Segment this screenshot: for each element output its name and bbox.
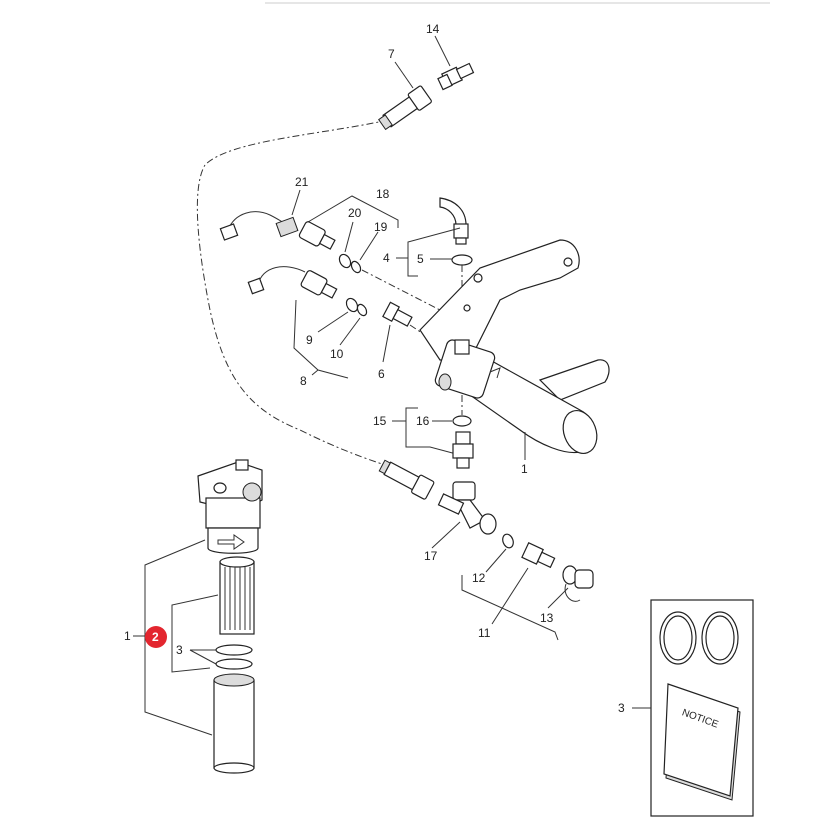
bracket-8 bbox=[293, 299, 349, 379]
label-6: 6 bbox=[378, 367, 385, 381]
bolt-6 bbox=[382, 301, 413, 327]
mounting-bracket bbox=[419, 239, 580, 361]
oring-16 bbox=[452, 415, 472, 427]
tee-fitting-17 bbox=[437, 481, 497, 535]
highlight-badge[interactable] bbox=[145, 626, 167, 648]
label-3-right: 3 bbox=[618, 701, 625, 715]
label-17: 17 bbox=[424, 549, 438, 563]
elbow-fitting-4 bbox=[439, 197, 469, 245]
service-kit-box: NOTICE bbox=[650, 599, 754, 817]
label-12: 12 bbox=[472, 571, 486, 585]
oring-3-upper bbox=[215, 644, 253, 656]
cap-13 bbox=[562, 565, 594, 602]
label-20: 20 bbox=[348, 206, 362, 220]
sensor-21 bbox=[219, 211, 299, 241]
label-1-bottom: 1 bbox=[124, 629, 131, 643]
adapter-15 bbox=[452, 431, 474, 469]
oring-3-lower bbox=[215, 658, 253, 670]
filter-head bbox=[197, 459, 263, 554]
label-5: 5 bbox=[417, 252, 424, 266]
bracket-18 bbox=[307, 195, 399, 228]
hose-end-7 bbox=[378, 85, 432, 131]
label-18: 18 bbox=[376, 187, 390, 201]
label-1-top: 1 bbox=[521, 462, 528, 476]
highlight-badge-label: 2 bbox=[152, 630, 159, 644]
label-16: 16 bbox=[416, 414, 430, 428]
label-3-left: 3 bbox=[176, 643, 183, 657]
bracket-11 bbox=[461, 575, 559, 641]
label-14: 14 bbox=[426, 22, 440, 36]
label-8: 8 bbox=[300, 374, 307, 388]
fitting-14 bbox=[437, 62, 475, 91]
filter-assembly-1 bbox=[434, 339, 610, 454]
hose-end-lower bbox=[378, 459, 435, 500]
oring-12 bbox=[502, 533, 514, 549]
label-11: 11 bbox=[478, 626, 491, 640]
assembly-axis-a bbox=[361, 269, 441, 311]
oring-10 bbox=[356, 303, 368, 317]
label-7: 7 bbox=[388, 47, 395, 61]
oring-9 bbox=[345, 297, 359, 313]
filter-element bbox=[219, 556, 255, 635]
label-10: 10 bbox=[330, 347, 344, 361]
fitting-11 bbox=[521, 542, 556, 569]
bracket-1-lower bbox=[144, 539, 213, 736]
hose-route bbox=[196, 119, 389, 466]
bracket-2 bbox=[171, 594, 219, 673]
oring-20 bbox=[338, 253, 352, 269]
label-15: 15 bbox=[373, 414, 387, 428]
label-4: 4 bbox=[383, 251, 390, 265]
oring-19 bbox=[350, 260, 362, 274]
bracket-4 bbox=[407, 227, 461, 277]
sensor-18 bbox=[298, 221, 336, 250]
filter-bowl bbox=[213, 673, 255, 774]
sensor-8 bbox=[247, 266, 338, 299]
label-19: 19 bbox=[374, 220, 388, 234]
oring-5 bbox=[451, 254, 473, 266]
label-21: 21 bbox=[295, 175, 309, 189]
label-13: 13 bbox=[540, 611, 554, 625]
bracket-15 bbox=[405, 407, 461, 456]
label-9: 9 bbox=[306, 333, 313, 347]
